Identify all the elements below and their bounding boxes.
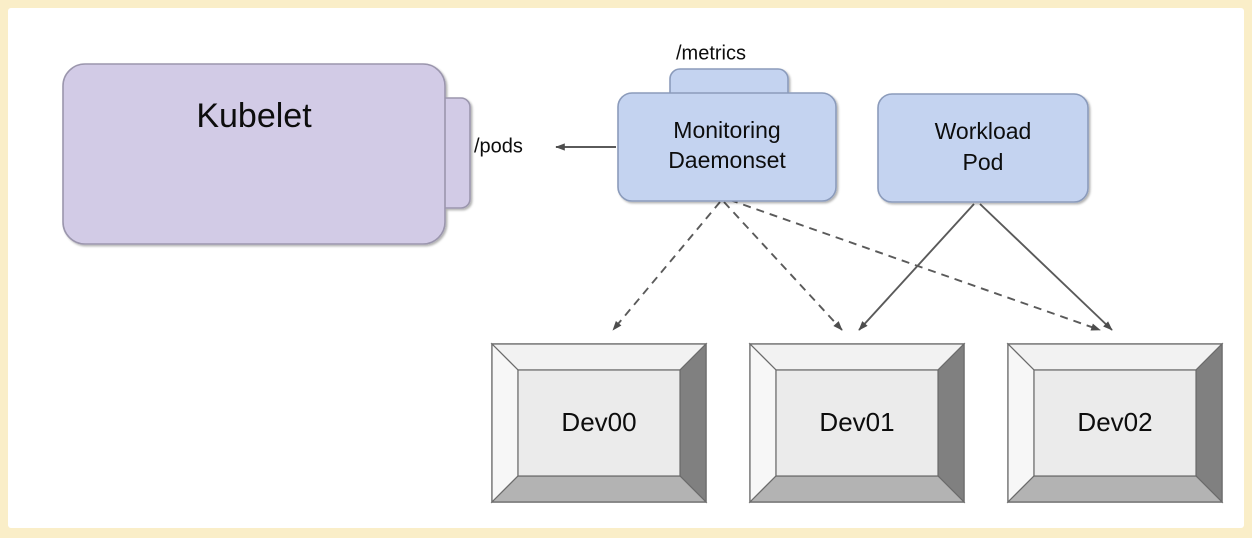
- pods-port-label: /pods: [474, 135, 523, 157]
- topology-diagram: Kubelet /pods /metrics Monitoring Daemon…: [62, 42, 1224, 504]
- node-workload-pod[interactable]: [877, 93, 1089, 203]
- dev01-face[interactable]: [775, 369, 939, 477]
- edge-layer: [555, 143, 1113, 331]
- edge-monitor-dev01: [723, 201, 843, 331]
- edge-monitor-dev00: [612, 201, 721, 331]
- edge-workload-dev01: [858, 203, 975, 331]
- dev00-label: Dev00: [561, 407, 636, 437]
- dev01-bevel-top: [748, 343, 966, 371]
- node-dev00[interactable]: [490, 342, 708, 504]
- workload-pod-label-line1: Workload: [935, 118, 1032, 144]
- dev00-bevel-right: [679, 342, 707, 504]
- monitoring-daemonset-label-line2: Daemonset: [668, 147, 786, 173]
- dev02-face[interactable]: [1033, 369, 1197, 477]
- dev02-bevel-left: [1007, 342, 1035, 504]
- node-dev02[interactable]: [1006, 342, 1224, 504]
- workload-pod-label-line2: Pod: [963, 149, 1004, 175]
- dev01-label: Dev01: [819, 407, 894, 437]
- dev01-bevel-left: [749, 342, 777, 504]
- kubelet-body[interactable]: [62, 63, 446, 245]
- dev02-bevel-bottom: [1006, 475, 1224, 503]
- node-monitoring-daemonset[interactable]: [617, 68, 837, 202]
- dev02-label: Dev02: [1077, 407, 1152, 437]
- monitoring-daemonset-body[interactable]: [617, 92, 837, 202]
- metrics-port-label: /metrics: [676, 42, 746, 64]
- node-dev01[interactable]: [748, 342, 966, 504]
- dev00-bevel-left: [491, 342, 519, 504]
- node-kubelet[interactable]: [62, 63, 471, 245]
- kubelet-label: Kubelet: [196, 97, 312, 135]
- dev01-bevel-right: [937, 342, 965, 504]
- monitoring-daemonset-label-line1: Monitoring: [673, 117, 780, 143]
- dev00-face[interactable]: [517, 369, 681, 477]
- diagram-inner-surface: Kubelet /pods /metrics Monitoring Daemon…: [8, 8, 1244, 528]
- dev02-bevel-right: [1195, 342, 1223, 504]
- dev02-bevel-top: [1006, 343, 1224, 371]
- workload-pod-body[interactable]: [877, 93, 1089, 203]
- dev01-bevel-bottom: [748, 475, 966, 503]
- dev00-bevel-top: [490, 343, 708, 371]
- edge-monitor-dev02: [729, 199, 1101, 331]
- edge-workload-dev02: [979, 203, 1113, 331]
- dev00-bevel-bottom: [490, 475, 708, 503]
